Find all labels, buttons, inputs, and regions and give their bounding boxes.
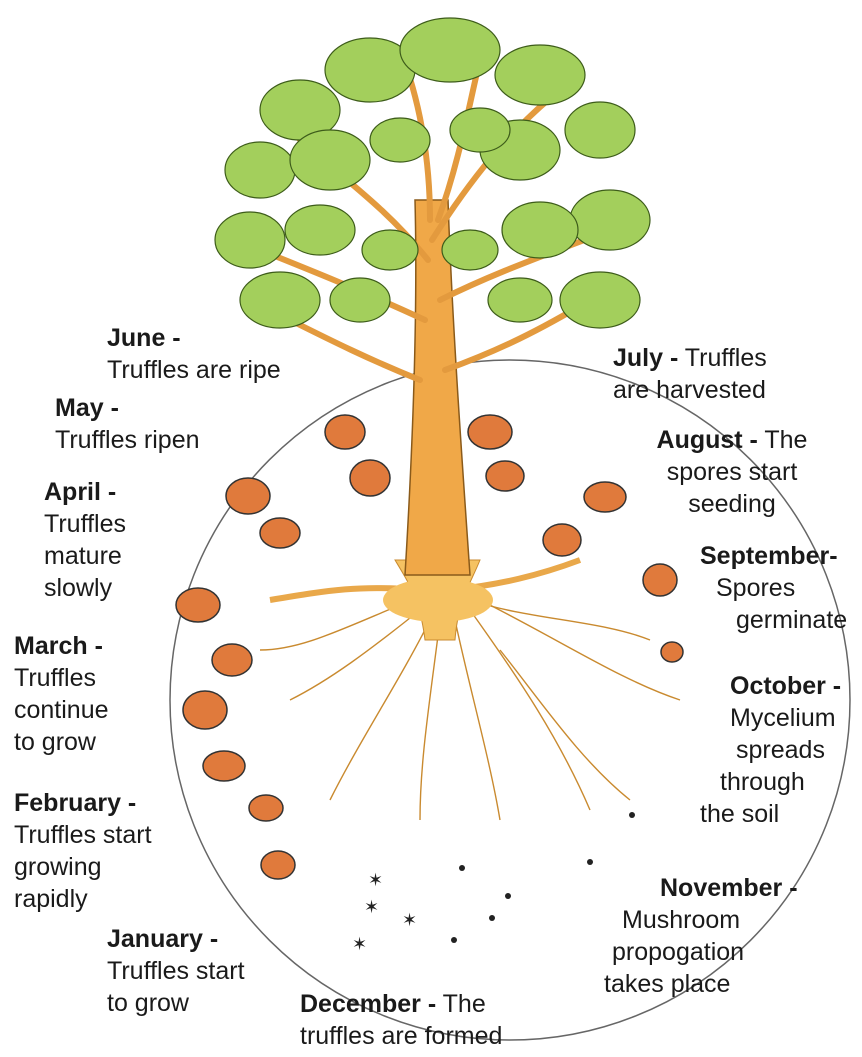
label-november: November - Mushroom propogation takes pl… [604,872,798,1000]
label-october: October - Mycelium spreads through the s… [700,670,841,830]
label-june: June - Truffles are ripe [107,322,281,386]
label-february: February - Truffles start growing rapidl… [14,787,152,915]
spores: ✶ ✶ ✶ ✶ [352,812,635,954]
label-july: July - Truffles are harvested [613,342,767,406]
root-crown [383,578,493,622]
svg-text:✶: ✶ [352,934,367,954]
svg-text:✶: ✶ [368,870,383,890]
label-august: August - The spores start seeding [642,424,822,520]
label-december: December - The truffles are formed [300,988,502,1052]
label-april: April - Truffles mature slowly [44,476,126,604]
label-january: January - Truffles start to grow [107,923,245,1019]
svg-text:✶: ✶ [364,897,379,917]
svg-text:✶: ✶ [402,910,417,930]
label-may: May - Truffles ripen [55,392,200,456]
label-september: September- Spores germinate [700,540,847,636]
label-march: March - Truffles continue to grow [14,630,109,758]
